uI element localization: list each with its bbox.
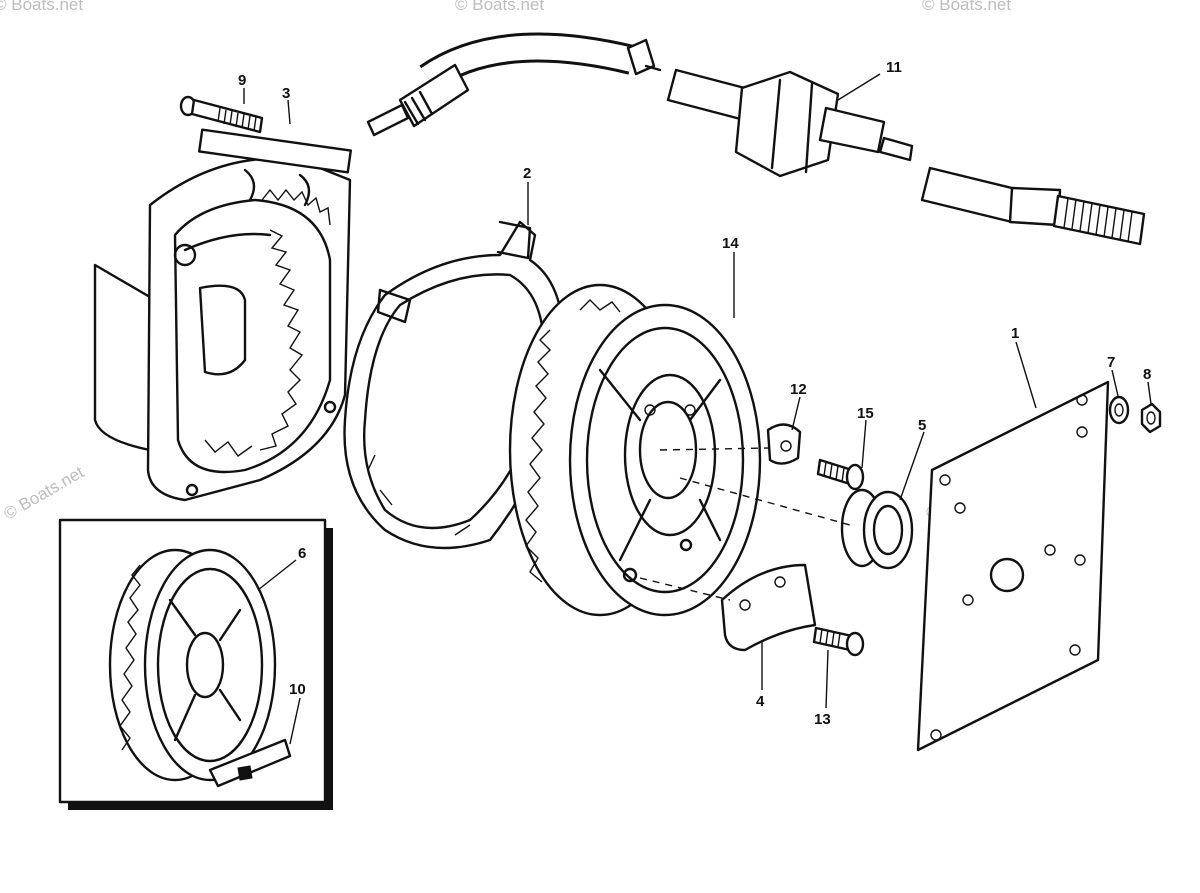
callout-labels: 1 2 3 4 5 6 7 8 9 10 11 12 13 14 15 — [238, 59, 1151, 728]
callout-6: 6 — [298, 545, 306, 562]
callout-1: 1 — [1011, 325, 1019, 342]
leader-lines — [243, 73, 1152, 745]
watermark-top-center: © Boats.net — [455, 0, 544, 14]
callout-8: 8 — [1143, 366, 1151, 383]
callout-10: 10 — [289, 681, 306, 698]
watermark-top-left: © Boats.net — [0, 0, 83, 14]
alignment-lines — [639, 447, 851, 601]
callout-11: 11 — [886, 59, 902, 76]
hex-nut — [1140, 402, 1162, 434]
brake-shoe — [720, 563, 817, 652]
watermark-left: © Boats.net — [1, 462, 88, 523]
housing-bolt — [179, 95, 264, 134]
threaded-shaft — [920, 166, 1146, 246]
control-cable — [366, 32, 662, 137]
housing-ring-gear-teeth — [204, 188, 331, 457]
callout-15: 15 — [857, 405, 874, 422]
driving-gear — [508, 283, 762, 617]
brake-band-ring — [343, 220, 565, 550]
lock-plate-screw — [816, 458, 865, 491]
callout-4: 4 — [756, 693, 765, 710]
alternate-gear — [108, 548, 277, 782]
gear-housing — [93, 128, 353, 502]
cover-plate — [916, 380, 1110, 752]
lock-plate — [766, 423, 802, 465]
brake-shoe-screw — [812, 626, 865, 657]
watermark-top-right: © Boats.net — [922, 0, 1011, 14]
inset-box — [58, 518, 333, 810]
callout-12: 12 — [790, 381, 807, 398]
callout-9: 9 — [238, 72, 246, 89]
callout-14: 14 — [722, 235, 739, 252]
driving-gear-teeth — [525, 299, 621, 583]
callout-5: 5 — [918, 417, 926, 434]
bearing — [840, 488, 914, 570]
cable-fitting — [666, 68, 914, 178]
lock-washer — [1108, 395, 1130, 425]
callout-2: 2 — [523, 165, 531, 182]
callout-7: 7 — [1107, 354, 1115, 371]
callout-13: 13 — [814, 711, 831, 728]
gear-insert — [208, 738, 292, 788]
callout-3: 3 — [282, 85, 290, 102]
